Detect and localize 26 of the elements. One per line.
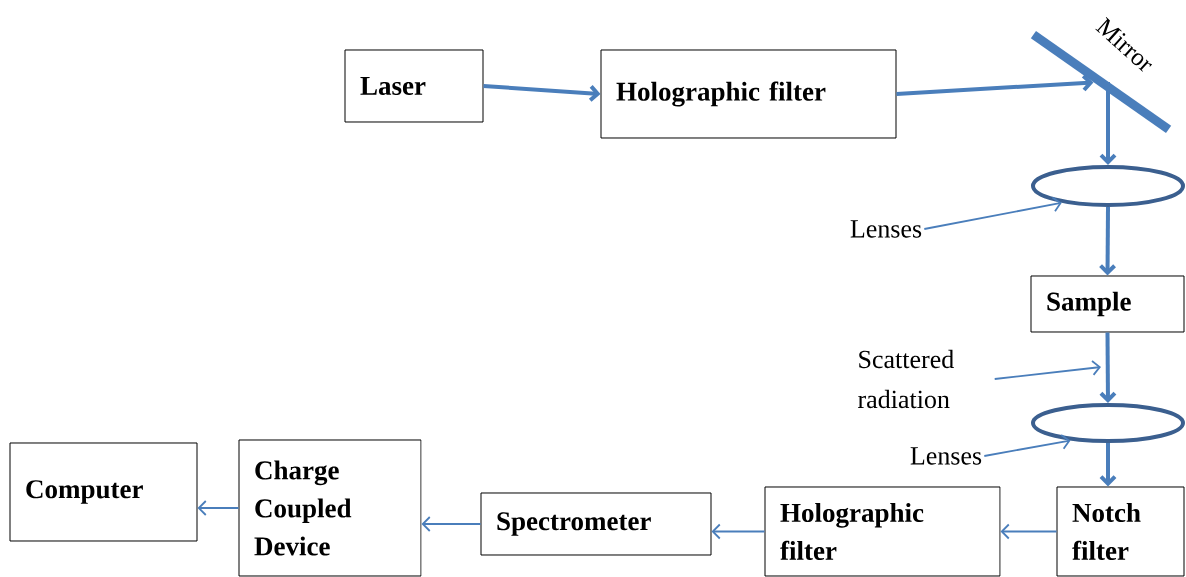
arrow [1099, 332, 1117, 403]
leader-arrow [1000, 523, 1058, 540]
leader-arrow [421, 516, 482, 532]
process-box: Spectrometer [480, 492, 712, 556]
arrow [1099, 443, 1117, 487]
process-box: Holographic filter [764, 486, 1001, 577]
process-box: Sample [1030, 275, 1185, 333]
arrow [483, 84, 601, 102]
leader-arrow [983, 434, 1071, 457]
process-box: Holographic filter [600, 49, 897, 139]
leader-arrow [923, 196, 1062, 230]
process-box: Notch filter [1056, 486, 1185, 577]
leader-arrow [197, 500, 240, 516]
lens-ellipse [1031, 165, 1185, 207]
arrow [1099, 82, 1117, 165]
annotation-text: Scattered radiation [858, 349, 954, 409]
lens-ellipse [1031, 403, 1185, 443]
annotation-text: Lenses [910, 447, 982, 465]
process-box: Charge Coupled Device [238, 439, 422, 577]
process-box: Laser [344, 49, 484, 123]
arrow [1099, 207, 1116, 276]
leader-arrow [711, 523, 766, 540]
arrow [896, 74, 1094, 96]
process-box: Computer [9, 442, 198, 542]
annotation-text: Lenses [850, 220, 922, 238]
leader-arrow [993, 360, 1101, 380]
